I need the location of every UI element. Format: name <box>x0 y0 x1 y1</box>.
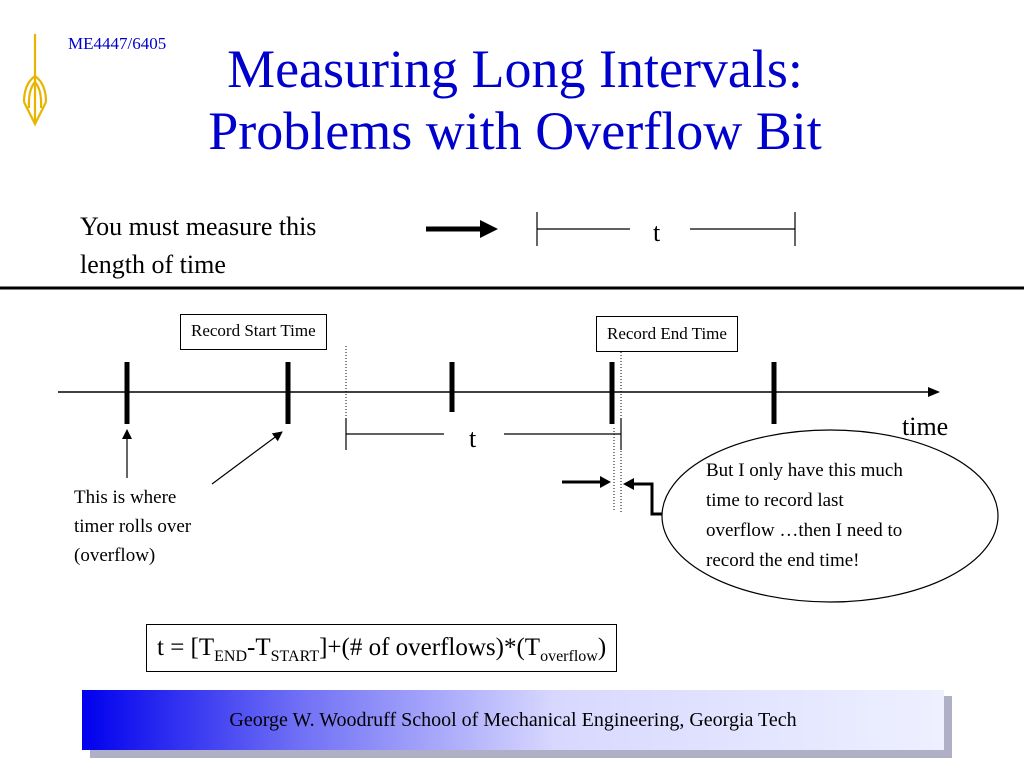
formula-prefix: t = [T <box>157 634 215 661</box>
timeline-interval-label: t <box>469 424 477 453</box>
record-start-box: Record Start Time <box>180 314 327 350</box>
formula-box: t = [TEND-TSTART]+(# of overflows)*(Tove… <box>146 624 618 672</box>
overflow-caption-line-3: (overflow) <box>74 545 156 566</box>
overflow-ticks <box>124 362 777 424</box>
slide-title: Measuring Long Intervals: Problems with … <box>100 38 930 162</box>
gap-arrow-right <box>632 482 662 516</box>
time-axis-label: time <box>902 412 949 441</box>
formula-dash: -T <box>247 634 271 661</box>
note-line-4: record the end time! <box>706 550 860 571</box>
gap-arrow-left-head <box>600 476 611 488</box>
note-line-2: time to record last <box>706 490 844 511</box>
intro-interval-bracket <box>536 212 796 246</box>
formula-middle: ]+(# of overflows)*(T <box>319 634 541 661</box>
formula-end-sub: END <box>214 648 248 665</box>
overflow-caption-line-1: This is where <box>74 487 177 508</box>
note-ellipse <box>661 429 999 603</box>
title-line-2: Problems with Overflow Bit <box>208 101 822 161</box>
course-code: ME4447/6405 <box>68 34 167 53</box>
footer-banner: George W. Woodruff School of Mechanical … <box>82 690 944 750</box>
note-line-1: But I only have this much <box>706 460 903 481</box>
intro-arrow-head <box>480 220 498 238</box>
formula-suffix: ) <box>597 634 607 661</box>
gap-arrow-right-head <box>623 478 634 490</box>
overflow-caption: This is where timer rolls over (overflow… <box>74 483 191 570</box>
overflow-arrow-2 <box>211 431 283 485</box>
title-line-1: Measuring Long Intervals: <box>227 39 803 99</box>
formula-start-sub: START <box>270 648 320 665</box>
measure-label-line-2: length of time <box>80 250 226 279</box>
note-text: But I only have this much time to record… <box>706 456 986 576</box>
intro-interval-label: t <box>653 218 661 247</box>
time-axis-arrowhead <box>928 387 940 397</box>
record-end-box: Record End Time <box>596 316 738 352</box>
measure-label-line-1: You must measure this <box>80 212 317 241</box>
note-line-3: overflow …then I need to <box>706 520 903 541</box>
footer-text: George W. Woodruff School of Mechanical … <box>229 708 797 731</box>
formula-overflow-sub: overflow <box>540 648 598 665</box>
overflow-caption-line-2: timer rolls over <box>74 516 192 537</box>
measure-label: You must measure this length of time <box>80 208 400 284</box>
gt-logo-icon <box>22 34 48 127</box>
timeline-interval-bracket <box>345 418 622 450</box>
